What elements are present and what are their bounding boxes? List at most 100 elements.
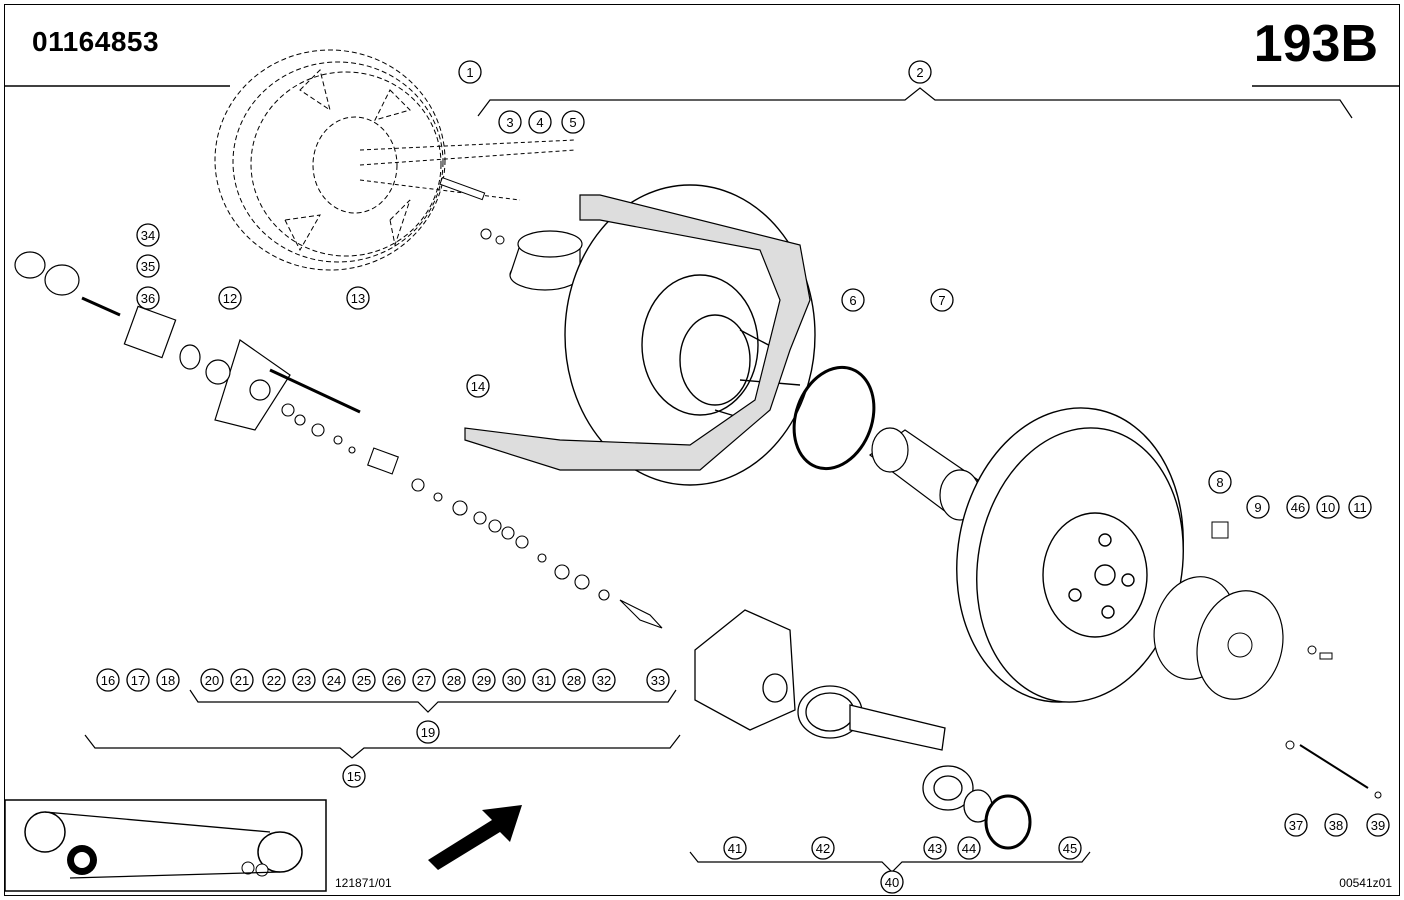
callout-12: 12 xyxy=(218,286,242,310)
svg-text:32: 32 xyxy=(597,673,611,688)
svg-text:11: 11 xyxy=(1353,500,1367,515)
svg-text:12: 12 xyxy=(223,291,237,306)
callout-46: 46 xyxy=(1286,495,1310,519)
callout-45: 45 xyxy=(1058,836,1082,860)
svg-text:43: 43 xyxy=(928,841,942,856)
callout-1: 1 xyxy=(458,60,482,84)
part-number: 01164853 xyxy=(32,26,160,57)
callout-20: 20 xyxy=(200,668,224,692)
svg-text:1: 1 xyxy=(466,65,473,80)
callout-35: 35 xyxy=(136,254,160,278)
callout-23: 23 xyxy=(292,668,316,692)
svg-text:21: 21 xyxy=(235,673,249,688)
figure-reference-right: 00541z01 xyxy=(1339,876,1392,890)
svg-text:17: 17 xyxy=(131,673,145,688)
svg-text:45: 45 xyxy=(1063,841,1077,856)
svg-text:46: 46 xyxy=(1291,500,1305,515)
callout-10: 10 xyxy=(1316,495,1340,519)
callout-44: 44 xyxy=(957,836,981,860)
callout-19: 19 xyxy=(416,720,440,744)
callout-4: 4 xyxy=(528,110,552,134)
figure-reference-left: 121871/01 xyxy=(335,876,392,890)
callout-16: 16 xyxy=(96,668,120,692)
callout-15: 15 xyxy=(342,764,366,788)
page-code: 193B xyxy=(1253,15,1378,73)
callout-14: 14 xyxy=(466,374,490,398)
callout-34: 34 xyxy=(136,223,160,247)
diagram-frame xyxy=(4,4,1400,896)
svg-text:14: 14 xyxy=(471,379,485,394)
sprocket-outline xyxy=(214,49,446,271)
callout-26: 26 xyxy=(382,668,406,692)
callout-32: 32 xyxy=(592,668,616,692)
svg-text:38: 38 xyxy=(1329,818,1343,833)
svg-text:18: 18 xyxy=(161,673,175,688)
svg-text:37: 37 xyxy=(1289,818,1303,833)
callout-24: 24 xyxy=(322,668,346,692)
svg-text:34: 34 xyxy=(141,228,155,243)
svg-text:7: 7 xyxy=(938,293,945,308)
callout-28: 28 xyxy=(442,668,466,692)
svg-text:35: 35 xyxy=(141,259,155,274)
pulley-disc xyxy=(956,407,1184,703)
svg-text:4: 4 xyxy=(536,115,543,130)
callout-29: 29 xyxy=(472,668,496,692)
svg-text:13: 13 xyxy=(351,291,365,306)
callout-28: 28 xyxy=(562,668,586,692)
callout-33: 33 xyxy=(646,668,670,692)
callout-30: 30 xyxy=(502,668,526,692)
callout-40: 40 xyxy=(880,870,904,894)
svg-text:24: 24 xyxy=(327,673,341,688)
svg-text:6: 6 xyxy=(849,293,856,308)
callout-18: 18 xyxy=(156,668,180,692)
callout-31: 31 xyxy=(532,668,556,692)
callout-3: 3 xyxy=(498,110,522,134)
svg-text:28: 28 xyxy=(567,673,581,688)
sleeve-part xyxy=(868,427,981,521)
callout-9: 9 xyxy=(1246,495,1270,519)
svg-text:39: 39 xyxy=(1371,818,1385,833)
callout-7: 7 xyxy=(930,288,954,312)
callout-2: 2 xyxy=(908,60,932,84)
callout-39: 39 xyxy=(1366,813,1390,837)
svg-text:30: 30 xyxy=(507,673,521,688)
svg-text:20: 20 xyxy=(205,673,219,688)
svg-text:22: 22 xyxy=(267,673,281,688)
svg-text:36: 36 xyxy=(141,291,155,306)
callout-6: 6 xyxy=(841,288,865,312)
callout-25: 25 xyxy=(352,668,376,692)
bushing-part xyxy=(509,230,583,291)
callout-8: 8 xyxy=(1208,470,1232,494)
callout-43: 43 xyxy=(923,836,947,860)
arrow-icon xyxy=(428,805,522,870)
svg-text:5: 5 xyxy=(569,115,576,130)
svg-text:9: 9 xyxy=(1254,500,1261,515)
callout-21: 21 xyxy=(230,668,254,692)
svg-text:42: 42 xyxy=(816,841,830,856)
svg-text:8: 8 xyxy=(1216,475,1223,490)
callout-22: 22 xyxy=(262,668,286,692)
callout-17: 17 xyxy=(126,668,150,692)
drive-belt xyxy=(464,194,811,471)
callout-13: 13 xyxy=(346,286,370,310)
callout-37: 37 xyxy=(1284,813,1308,837)
svg-text:26: 26 xyxy=(387,673,401,688)
svg-text:41: 41 xyxy=(728,841,742,856)
svg-text:33: 33 xyxy=(651,673,665,688)
svg-text:31: 31 xyxy=(537,673,551,688)
svg-text:28: 28 xyxy=(447,673,461,688)
svg-text:3: 3 xyxy=(506,115,513,130)
callout-38: 38 xyxy=(1324,813,1348,837)
svg-text:10: 10 xyxy=(1321,500,1335,515)
svg-text:40: 40 xyxy=(885,875,899,890)
callout-11: 11 xyxy=(1348,495,1372,519)
callout-42: 42 xyxy=(811,836,835,860)
svg-text:15: 15 xyxy=(347,769,361,784)
callout-27: 27 xyxy=(412,668,436,692)
svg-text:44: 44 xyxy=(962,841,976,856)
svg-text:16: 16 xyxy=(101,673,115,688)
callout-5: 5 xyxy=(561,110,585,134)
svg-text:19: 19 xyxy=(421,725,435,740)
